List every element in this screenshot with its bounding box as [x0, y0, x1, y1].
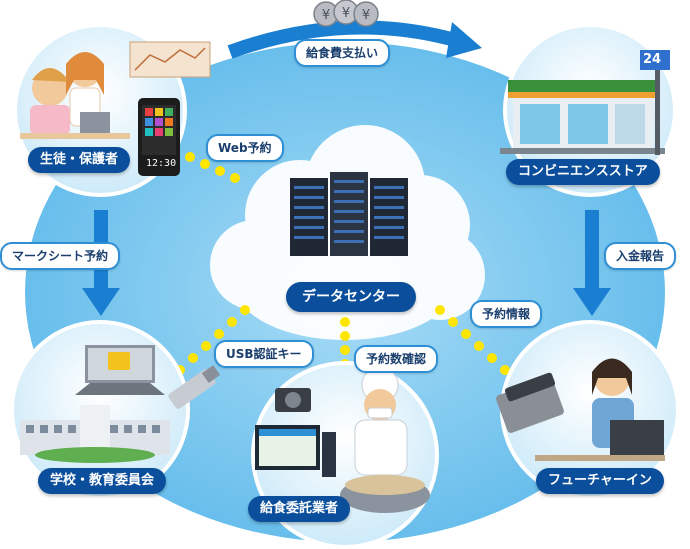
- label-caterer: 給食委託業者: [248, 496, 351, 522]
- pill-usb: USB認証キー: [214, 340, 314, 368]
- arrow-payment: [227, 20, 482, 59]
- svg-text:¥: ¥: [342, 6, 350, 21]
- pill-web: Web予約: [206, 134, 284, 162]
- pill-deposit: 入金報告: [604, 242, 677, 270]
- label-students: 生徒・保護者: [28, 147, 131, 173]
- label-data-center: データセンター: [286, 282, 416, 312]
- pill-payment: 給食費支払い: [294, 39, 391, 67]
- yen-coins-icon: ¥ ¥ ¥: [313, 0, 379, 27]
- label-future-in: フューチャーイン: [536, 468, 664, 494]
- phone-clock: 12:30: [146, 158, 177, 169]
- pill-reservation-count: 予約数確認: [354, 345, 439, 373]
- dots-reservation-info: [435, 305, 510, 375]
- label-school: 学校・教育委員会: [38, 468, 167, 494]
- label-convenience: コンビニエンスストア: [506, 159, 660, 185]
- usb-key-icon: [168, 365, 221, 409]
- pill-reservation-info: 予約情報: [470, 300, 543, 328]
- svg-text:¥: ¥: [362, 8, 370, 23]
- svg-text:¥: ¥: [322, 8, 330, 23]
- node-school: [10, 320, 190, 500]
- dots-usb: [175, 305, 250, 375]
- pill-mark-sheet: マークシート予約: [0, 242, 121, 270]
- node-convenience: [500, 23, 677, 197]
- arrow-deposit: [573, 210, 611, 316]
- store-sign-24: 24: [643, 52, 662, 67]
- server-rack-icon: [290, 172, 408, 256]
- node-future-in: [496, 320, 680, 500]
